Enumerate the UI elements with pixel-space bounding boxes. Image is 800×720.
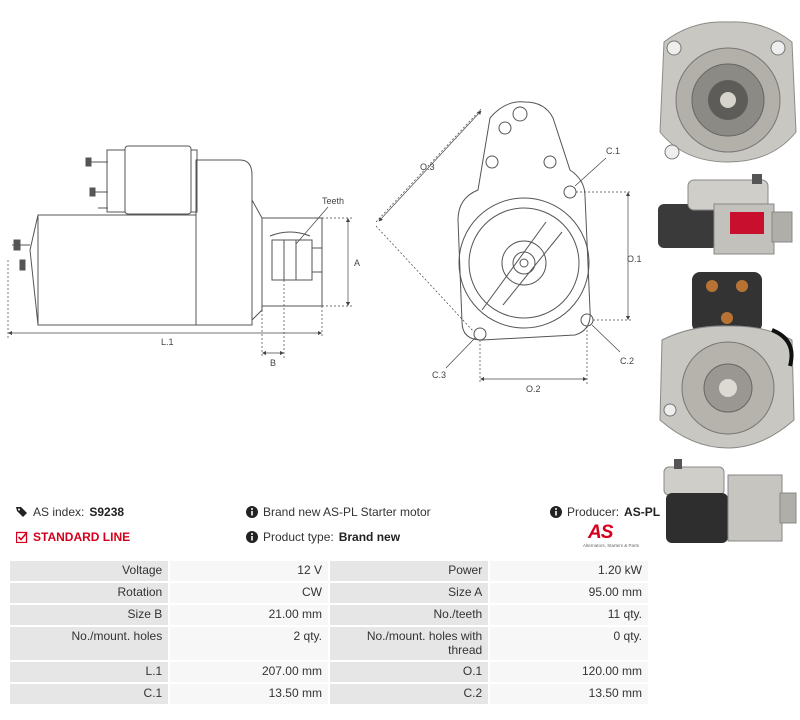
side-view-dimensions [7, 206, 352, 358]
product-type: Product type: Brand new [246, 530, 400, 544]
as-pl-logo: AS Alternators, Starters & Parts [580, 522, 650, 552]
photo-side-view-2[interactable] [652, 457, 800, 552]
spec-label: C.2 [329, 684, 489, 704]
label-c3: C.3 [432, 370, 446, 380]
photo-side-view[interactable] [652, 172, 800, 267]
side-view [12, 145, 323, 326]
spec-label: Voltage [10, 561, 169, 581]
logo-subtitle: Alternators, Starters & Parts [583, 543, 640, 548]
table-row: Voltage 12 V Power 1.20 kW [10, 561, 648, 581]
spec-value: 1.20 kW [490, 561, 648, 581]
spec-value: 13.50 mm [490, 684, 648, 704]
logo-text: AS [588, 522, 613, 543]
spec-label: L.1 [10, 662, 169, 682]
photo-front-view[interactable] [652, 2, 800, 167]
spec-value: 13.50 mm [170, 684, 328, 704]
product-info: AS index: S9238 STANDARD LINE Brand new … [10, 503, 660, 558]
label-o1: O.1 [627, 254, 642, 264]
table-row: L.1 207.00 mm O.1 120.00 mm [10, 662, 648, 682]
label-teeth: Teeth [322, 196, 344, 206]
info-circle-icon [246, 531, 258, 543]
spec-value: CW [170, 583, 328, 603]
spec-label: Size B [10, 605, 169, 625]
as-index-value: S9238 [89, 505, 125, 519]
spec-label: Power [329, 561, 489, 581]
spec-label: No./mount. holes with thread [329, 627, 489, 660]
spec-label: C.1 [10, 684, 169, 704]
spec-label: O.1 [329, 662, 489, 682]
as-index-label: AS index: [33, 505, 85, 519]
technical-drawing: L.1 B A Teeth [7, 101, 642, 394]
description: Brand new AS-PL Starter motor [246, 505, 431, 519]
starter-drawing-svg: L.1 B A Teeth [7, 101, 642, 394]
product-type-value: Brand new [338, 530, 401, 544]
tags-icon [16, 507, 27, 517]
standard-line: STANDARD LINE [16, 530, 130, 544]
table-row: Rotation CW Size A 95.00 mm [10, 583, 648, 603]
producer: Producer: AS-PL [550, 505, 660, 519]
label-c1: C.1 [606, 146, 620, 156]
photo-rear-view[interactable] [652, 270, 800, 450]
spec-label: Size A [329, 583, 489, 603]
label-c2: C.2 [620, 356, 634, 366]
spec-table: Voltage 12 V Power 1.20 kW Rotation CW S… [8, 559, 650, 706]
spec-value: 0 qty. [490, 627, 648, 660]
producer-value: AS-PL [624, 505, 661, 519]
standard-line-label: STANDARD LINE [33, 530, 131, 544]
product-photos [652, 2, 800, 552]
spec-value: 2 qty. [170, 627, 328, 660]
spec-value: 12 V [170, 561, 328, 581]
spec-value: 207.00 mm [170, 662, 328, 682]
front-view [457, 101, 594, 341]
spec-value: 95.00 mm [490, 583, 648, 603]
table-row: C.1 13.50 mm C.2 13.50 mm [10, 684, 648, 704]
as-index: AS index: S9238 [16, 505, 124, 519]
label-b: B [270, 358, 276, 368]
info-circle-icon [550, 506, 562, 518]
spec-label: No./teeth [329, 605, 489, 625]
spec-label: Rotation [10, 583, 169, 603]
label-a: A [354, 258, 360, 268]
front-view-dimensions [375, 107, 632, 384]
spec-value: 11 qty. [490, 605, 648, 625]
label-o3: O.3 [420, 162, 435, 172]
spec-value: 21.00 mm [170, 605, 328, 625]
label-l1: L.1 [161, 337, 174, 347]
spec-label: No./mount. holes [10, 627, 169, 660]
table-row: No./mount. holes 2 qty. No./mount. holes… [10, 627, 648, 660]
producer-label: Producer: [567, 505, 620, 519]
product-type-label: Product type: [263, 530, 334, 544]
label-o2: O.2 [526, 384, 541, 394]
spec-value: 120.00 mm [490, 662, 648, 682]
check-square-icon [16, 531, 28, 543]
table-row: Size B 21.00 mm No./teeth 11 qty. [10, 605, 648, 625]
description-text: Brand new AS-PL Starter motor [263, 505, 431, 519]
info-circle-icon [246, 506, 258, 518]
